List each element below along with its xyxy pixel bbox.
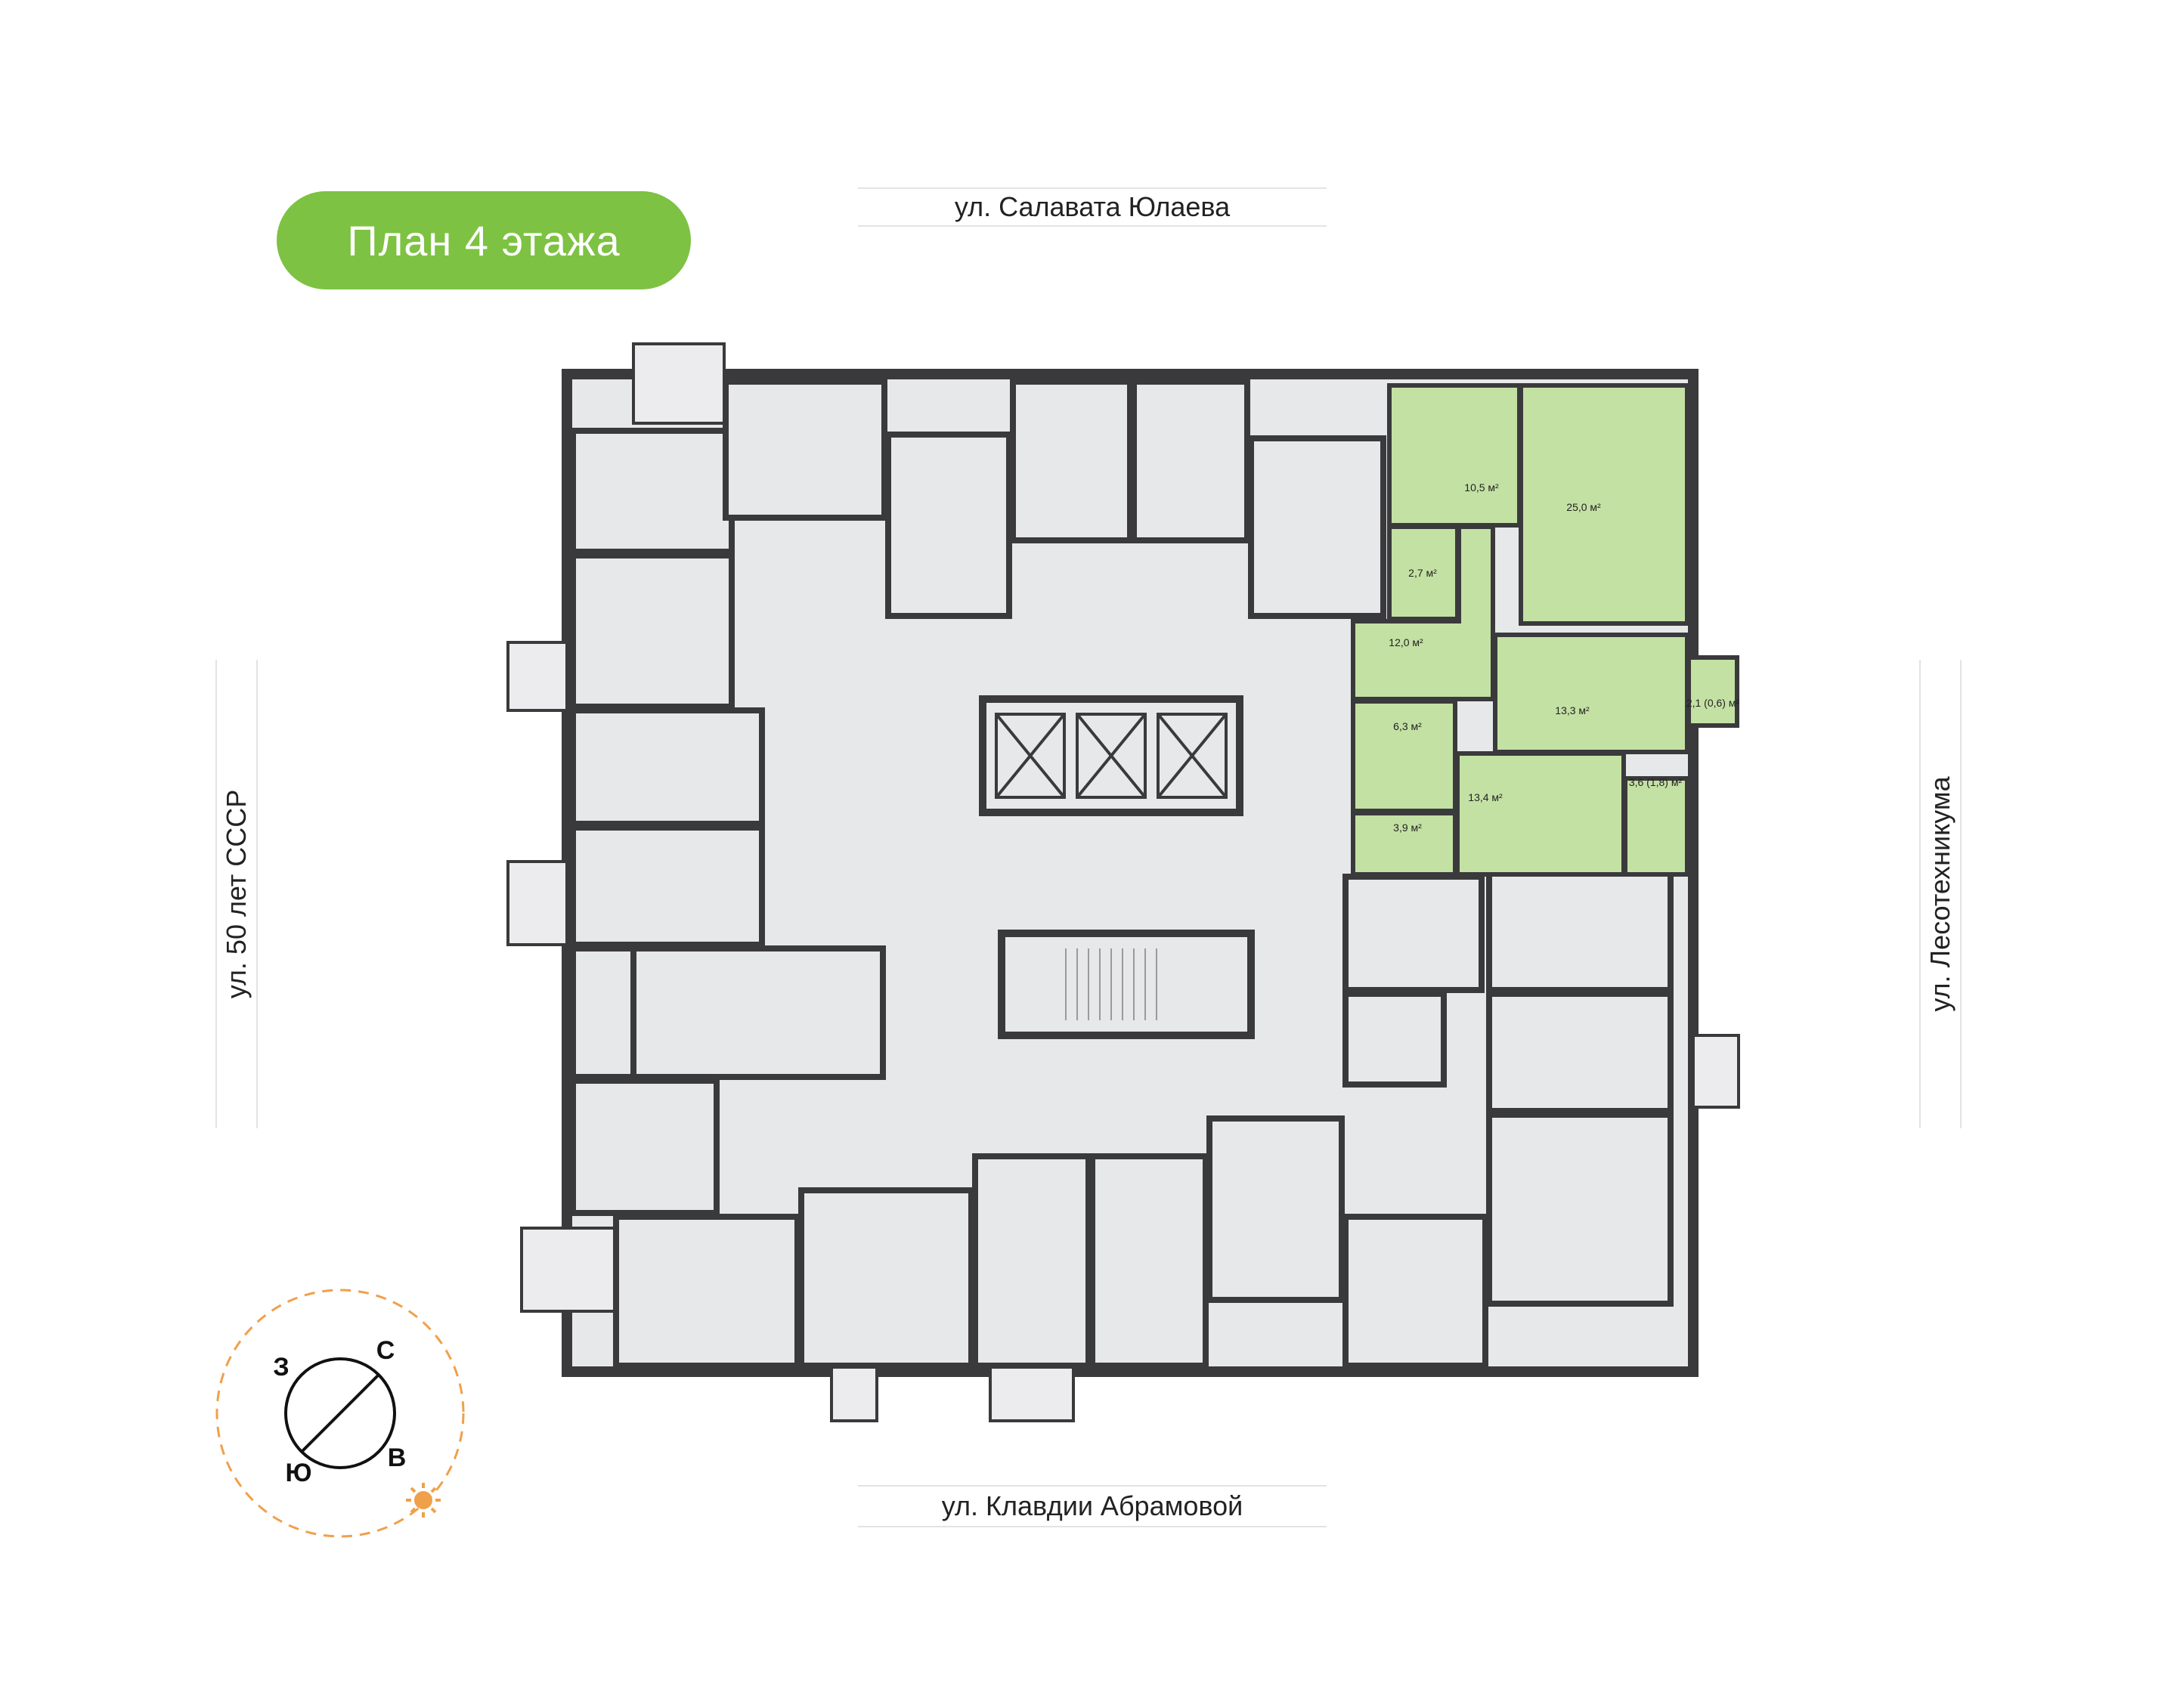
balcony-w2	[506, 860, 568, 946]
label-room-25-0: 25,0 м²	[1566, 501, 1601, 513]
floor-title: План 4 этажа	[347, 216, 621, 265]
room	[1248, 435, 1386, 619]
room	[1342, 991, 1447, 1088]
elevator-2	[1076, 713, 1147, 799]
room-13-3[interactable]	[1493, 633, 1689, 754]
compass-east: В	[388, 1443, 407, 1472]
highlighted-apartment[interactable]	[1351, 383, 1739, 877]
room	[1342, 1214, 1488, 1369]
balcony-s1	[830, 1359, 878, 1422]
balcony-e1	[1692, 1034, 1740, 1109]
label-room-3-9: 3,9 м²	[1393, 822, 1422, 834]
compass: С З Ю В	[215, 1289, 465, 1538]
street-north: ул. Салавата Юлаева	[858, 187, 1327, 227]
room-13-4[interactable]	[1455, 751, 1626, 877]
compass-needle	[299, 1372, 381, 1454]
balcony-s2	[989, 1359, 1075, 1422]
area-labels: 10,5 м² 25,0 м² 2,7 м² 12,0 м² 6,3 м² 13…	[1389, 481, 1739, 834]
room	[1131, 379, 1250, 543]
label-room-10-5: 10,5 м²	[1464, 481, 1499, 494]
room	[1342, 874, 1485, 993]
room-3-9[interactable]	[1351, 811, 1457, 877]
floor-title-badge: План 4 этажа	[277, 191, 691, 289]
room	[613, 1214, 801, 1369]
room	[570, 1078, 720, 1216]
room	[570, 825, 765, 948]
rooms	[570, 379, 1674, 1369]
balcony-w1	[506, 641, 568, 712]
balcony-nw	[632, 342, 726, 425]
room	[1486, 866, 1674, 993]
label-room-2-7: 2,7 м²	[1408, 567, 1437, 579]
room-6-3[interactable]	[1351, 699, 1457, 813]
street-south: ул. Клавдии Абрамовой	[858, 1485, 1327, 1527]
room	[1486, 1112, 1674, 1307]
room	[630, 945, 886, 1080]
room	[1010, 379, 1133, 543]
building-core	[979, 695, 1255, 1039]
room	[570, 428, 735, 555]
label-balcony-2-1: 2,1 (0,6) м²	[1686, 697, 1740, 709]
compass-dial	[284, 1357, 396, 1469]
balcony-sw	[520, 1227, 621, 1313]
compass-west: З	[273, 1353, 289, 1382]
label-room-13-4: 13,4 м²	[1468, 791, 1503, 803]
label-room-12-0: 12,0 м²	[1389, 636, 1423, 648]
room-10-5[interactable]	[1387, 383, 1522, 528]
room	[798, 1187, 974, 1369]
room	[972, 1153, 1092, 1369]
label-room-6-3: 6,3 м²	[1393, 720, 1422, 732]
room	[1206, 1115, 1345, 1303]
balcony-2-1[interactable]	[1686, 655, 1739, 728]
room	[885, 432, 1012, 619]
compass-south: Ю	[285, 1459, 311, 1487]
elevator-1	[995, 713, 1066, 799]
room	[570, 945, 636, 1080]
stairwell	[998, 930, 1255, 1039]
sun-icon	[406, 1483, 441, 1518]
room	[570, 707, 765, 827]
room	[1486, 991, 1674, 1114]
balcony-3-6[interactable]	[1623, 776, 1689, 877]
label-balcony-3-6: 3,6 (1,8) м²	[1629, 776, 1683, 788]
room	[723, 379, 887, 521]
label-room-13-3: 13,3 м²	[1555, 704, 1590, 716]
room	[570, 552, 735, 710]
elevator-3	[1157, 713, 1228, 799]
room	[1089, 1153, 1209, 1369]
compass-north: С	[376, 1336, 395, 1365]
room-25-0[interactable]	[1519, 383, 1689, 626]
